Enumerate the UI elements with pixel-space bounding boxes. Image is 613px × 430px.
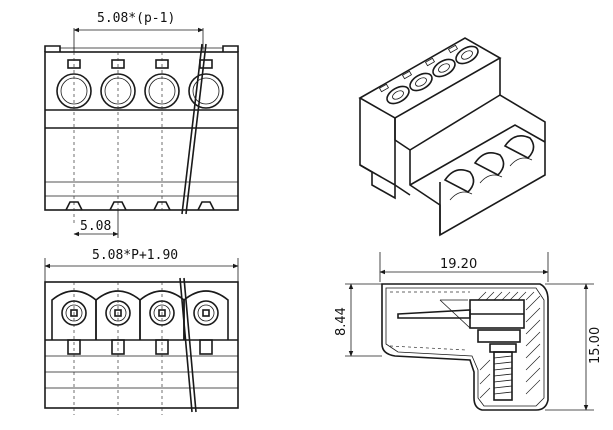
- wire-entry-holes: [56, 59, 224, 109]
- dim-pitch-formula: 5.08*(p-1): [97, 11, 175, 26]
- isometric-wire-openings: [443, 135, 535, 201]
- isometric-holes: [378, 44, 479, 105]
- side-section-view: 19.20 8.44 15.00: [334, 252, 603, 411]
- isometric-view: [358, 37, 546, 237]
- section-screw: [489, 343, 517, 401]
- section-hatching: [477, 291, 541, 399]
- screw-wells: [51, 290, 229, 340]
- dim-total-width-formula: 5.08*P+1.90: [92, 248, 178, 263]
- top-front-view: 5.08*(p-1): [44, 11, 239, 238]
- dim-side-length: 19.20: [440, 257, 477, 272]
- dim-side-height-left: 8.44: [334, 307, 349, 336]
- dim-side-height-right: 15.00: [588, 327, 603, 364]
- dim-pitch: 5.08: [80, 219, 111, 234]
- bottom-front-view: 5.08*P+1.90: [44, 248, 239, 415]
